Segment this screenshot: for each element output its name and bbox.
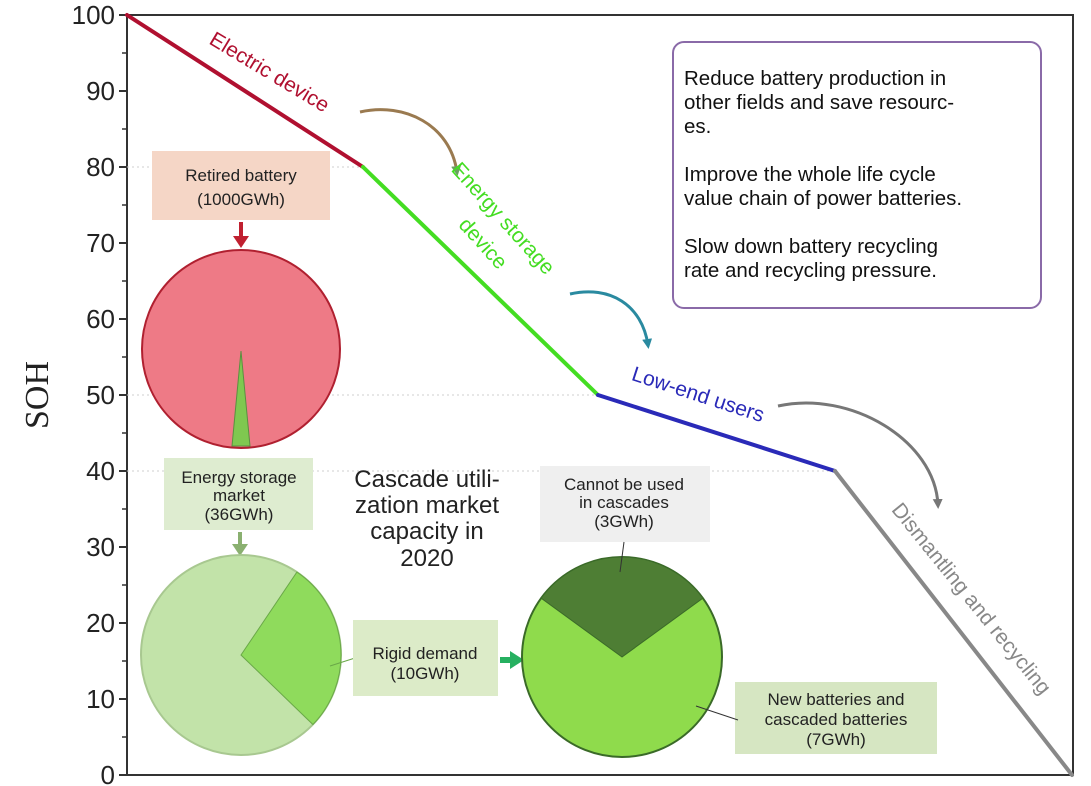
series-line-1	[361, 165, 600, 397]
y-axis-title: SOH	[19, 361, 56, 429]
y-tick-label: 40	[86, 456, 115, 486]
market-label-line1: Energy storage	[181, 468, 296, 487]
retired-arrow-head	[233, 236, 249, 248]
curved-arrow-2	[569, 290, 653, 349]
series-line-3	[833, 469, 1074, 777]
rigid-demand-box	[353, 620, 498, 696]
center-title-line3: capacity in	[370, 518, 483, 545]
cannot-label-value: (3GWh)	[594, 512, 654, 531]
energy-storage-market-pie	[140, 554, 342, 756]
rigid-leader-line	[329, 657, 356, 667]
center-title-line1: Cascade utili-	[354, 466, 499, 493]
retired-battery-value: (1000GWh)	[197, 190, 285, 209]
retired-battery-pie	[141, 249, 341, 449]
curved-arrow-3	[777, 401, 943, 509]
note-slow-recycling: Slow down battery recycling rate and rec…	[684, 235, 939, 282]
center-title-line2: zation market	[355, 492, 499, 519]
y-tick-label: 60	[86, 304, 115, 334]
series-line-0	[125, 13, 365, 169]
new-batteries-label-line1: New batteries and	[767, 690, 904, 709]
low-end-users-label: Low-end users	[629, 363, 767, 427]
new-batteries-label-value: (7GWh)	[806, 730, 866, 749]
cannot-label-line1: Cannot be used	[564, 475, 684, 494]
rigid-demand-label: Rigid demand	[373, 644, 478, 663]
cannot-label-line2: in cascades	[579, 493, 669, 512]
series-lines	[125, 13, 1074, 777]
y-tick-label: 90	[86, 76, 115, 106]
retired-battery-box	[152, 151, 330, 220]
y-tick-label: 30	[86, 532, 115, 562]
y-tick-label: 10	[86, 684, 115, 714]
curved-arrow-1	[359, 108, 462, 176]
rigid-arrow-head	[510, 651, 524, 669]
rigid-demand-value: (10GWh)	[391, 664, 460, 683]
market-pie-slice-rigid-demand	[240, 571, 342, 726]
series-line-2	[596, 393, 837, 473]
y-tick-label: 80	[86, 152, 115, 182]
market-arrow-head	[232, 544, 248, 556]
y-tick-label: 0	[101, 760, 115, 786]
electric-device-label: Electric device	[205, 28, 333, 117]
new-batteries-box	[735, 682, 937, 754]
y-tick-label: 100	[72, 0, 115, 30]
market-label-value: (36GWh)	[205, 505, 274, 524]
retired-pie-main	[141, 249, 341, 449]
benefits-note-box: Reduce battery production in other field…	[672, 41, 1042, 309]
y-axis: 0 10 20 30 40 50 60 70 80 90 100	[72, 0, 127, 786]
note-improve-value-chain: Improve the whole life cycle value chain…	[684, 163, 963, 210]
y-tick-label: 70	[86, 228, 115, 258]
new-batteries-label-line2: cascaded batteries	[765, 710, 908, 729]
note-reduce-production: Reduce battery production in other field…	[684, 67, 955, 138]
retired-battery-label: Retired battery	[185, 166, 297, 185]
y-tick-label: 50	[86, 380, 115, 410]
new-batteries-leader-line	[695, 705, 739, 721]
y-tick-label: 20	[86, 608, 115, 638]
rigid-demand-pie	[521, 556, 723, 758]
cannot-cascade-box	[540, 466, 710, 542]
energy-storage-market-box	[164, 458, 313, 530]
cannot-leader-line	[619, 541, 625, 573]
market-label-line2: market	[213, 486, 265, 505]
center-title-line4: 2020	[400, 545, 453, 572]
dismantling-label: Dismantling and recycling	[887, 499, 1055, 699]
retired-pie-slice-energy-storage	[231, 350, 251, 447]
